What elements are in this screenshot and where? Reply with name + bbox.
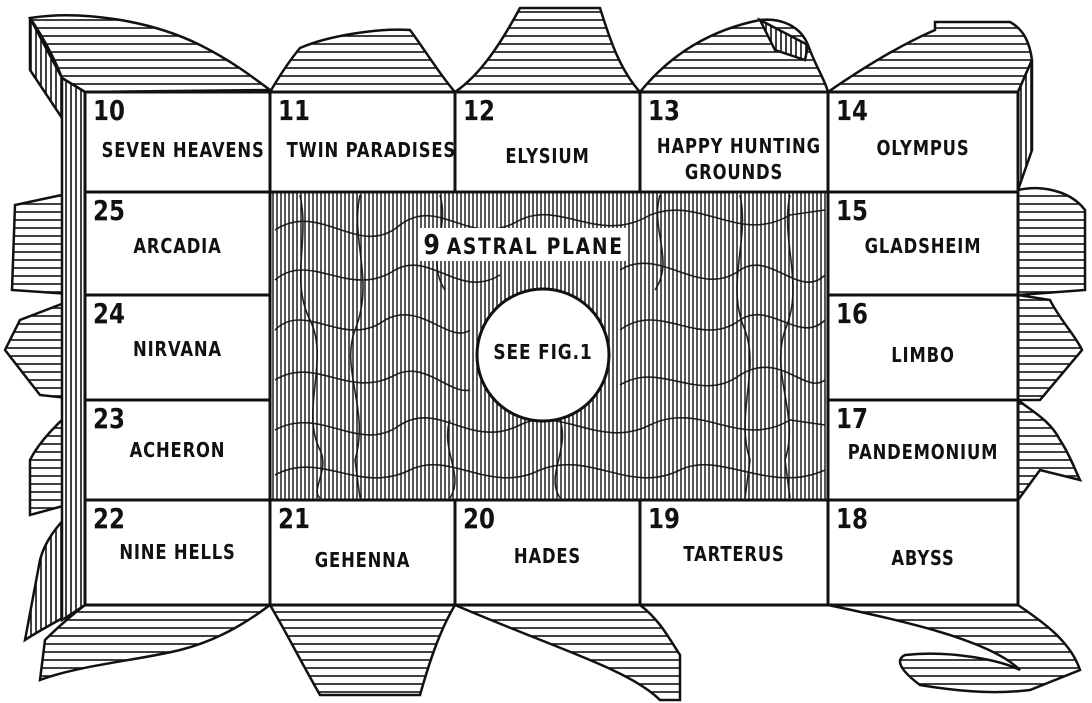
plane-cell-gladsheim: 15 GLADSHEIM bbox=[828, 192, 1018, 295]
plane-cell-elysium: 12 ELYSIUM bbox=[455, 92, 640, 192]
plane-number: 18 bbox=[836, 502, 868, 535]
plane-name: TWIN PARADISES bbox=[286, 138, 457, 162]
plane-name: NIRVANA bbox=[133, 337, 222, 361]
plane-name-line1: HAPPY HUNTING bbox=[656, 134, 821, 158]
plane-cell-acheron: 23 ACHERON bbox=[85, 400, 270, 500]
plane-name: GLADSHEIM bbox=[864, 234, 982, 258]
plane-cell-pandemonium: 17 PANDEMONIUM bbox=[828, 400, 1018, 500]
plane-number: 25 bbox=[93, 194, 125, 227]
plane-number: 11 bbox=[278, 94, 310, 127]
plane-cell-tarterus: 19 TARTERUS bbox=[640, 500, 828, 605]
plane-name: HADES bbox=[513, 544, 582, 568]
plane-number: 14 bbox=[836, 94, 868, 127]
plane-number: 12 bbox=[463, 94, 495, 127]
plane-number: 17 bbox=[836, 402, 868, 435]
plane-cell-happy-hunting-grounds: 13 HAPPY HUNTING GROUNDS bbox=[640, 92, 828, 192]
astral-plane-number: 9 bbox=[423, 228, 442, 261]
plane-name: ACHERON bbox=[129, 438, 226, 462]
plane-cell-nirvana: 24 NIRVANA bbox=[85, 295, 270, 400]
grid-lines bbox=[85, 92, 1018, 605]
see-figure-label: SEE FIG.1 bbox=[493, 340, 593, 364]
plane-cell-abyss: 18 ABYSS bbox=[828, 500, 1018, 605]
plane-number: 13 bbox=[648, 94, 680, 127]
plane-number: 19 bbox=[648, 502, 680, 535]
plane-number: 15 bbox=[836, 194, 868, 227]
plane-cell-arcadia: 25 ARCADIA bbox=[85, 192, 270, 295]
plane-name: OLYMPUS bbox=[876, 136, 970, 160]
plane-number: 24 bbox=[93, 297, 125, 330]
plane-number: 16 bbox=[836, 297, 868, 330]
plane-name: ABYSS bbox=[891, 546, 955, 570]
ribbon-flaps bbox=[3, 6, 1087, 702]
plane-cell-nine-hells: 22 NINE HELLS bbox=[85, 500, 270, 605]
plane-number: 20 bbox=[463, 502, 495, 535]
plane-cell-limbo: 16 LIMBO bbox=[828, 295, 1018, 400]
plane-name: PANDEMONIUM bbox=[847, 440, 999, 464]
plane-name-line2: GROUNDS bbox=[684, 160, 784, 184]
plane-name: GEHENNA bbox=[314, 548, 411, 572]
plane-cell-gehenna: 21 GEHENNA bbox=[270, 500, 455, 605]
plane-cell-seven-heavens: 10 SEVEN HEAVENS bbox=[85, 92, 270, 192]
plane-number: 23 bbox=[93, 402, 125, 435]
plane-cell-twin-paradises: 11 TWIN PARADISES bbox=[270, 92, 455, 192]
plane-name: TARTERUS bbox=[683, 542, 785, 566]
plane-name: NINE HELLS bbox=[119, 540, 236, 564]
plane-name: ARCADIA bbox=[133, 234, 222, 258]
plane-name: ELYSIUM bbox=[505, 144, 590, 168]
plane-cell-olympus: 14 OLYMPUS bbox=[828, 92, 1018, 192]
plane-number: 21 bbox=[278, 502, 310, 535]
plane-name: LIMBO bbox=[891, 343, 955, 367]
plane-cell-hades: 20 HADES bbox=[455, 500, 640, 605]
astral-plane-name: ASTRAL PLANE bbox=[446, 235, 624, 260]
plane-number: 22 bbox=[93, 502, 125, 535]
plane-name: SEVEN HEAVENS bbox=[101, 138, 265, 162]
plane-number: 10 bbox=[93, 94, 125, 127]
